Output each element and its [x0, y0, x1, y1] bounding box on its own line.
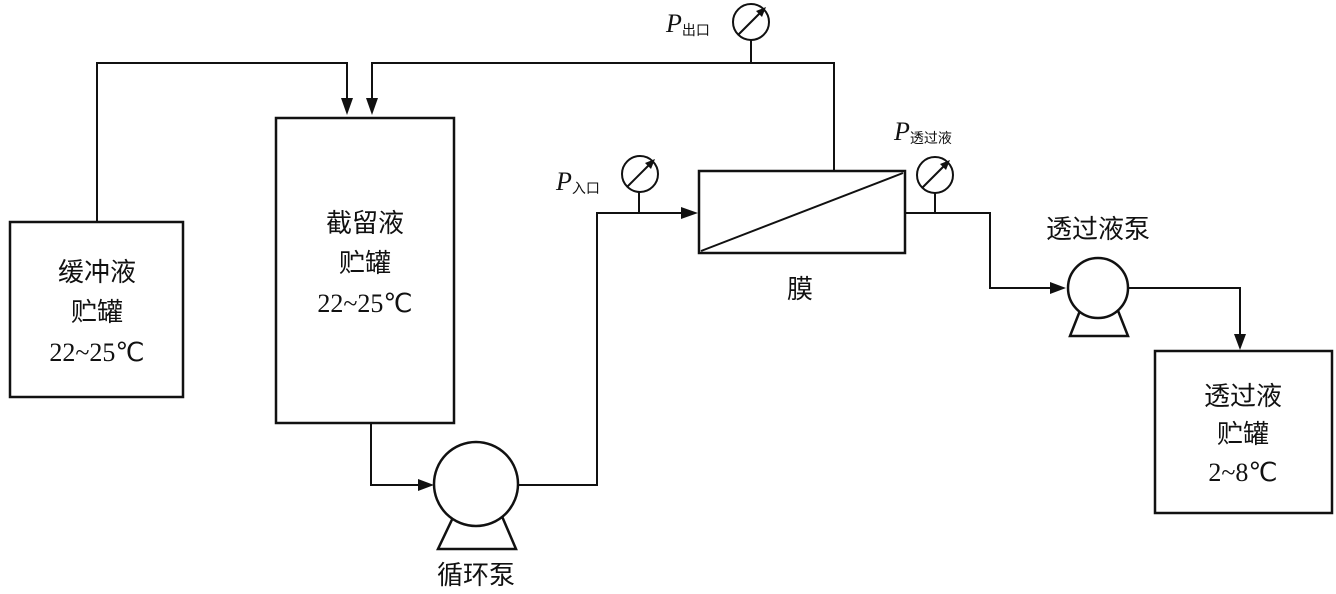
inlet-pressure-subscript: 入口: [572, 181, 600, 197]
circulation-pump-body: [432, 440, 520, 528]
outlet-pressure-label: P出口: [665, 9, 710, 39]
buffer-feed-pipe: [96, 62, 348, 222]
gauge-needle-tip-icon: [756, 7, 766, 17]
inlet-pressure-label: P入口: [555, 167, 600, 197]
outlet-pressure-subscript: 出口: [682, 23, 710, 39]
permeate-pipe: [906, 212, 1058, 289]
pump-to-permeate-tank-pipe: [1128, 287, 1241, 342]
buffer-tank-temp: 22~25℃: [49, 338, 144, 367]
permeate-pressure-symbol: P: [893, 117, 910, 146]
inlet-pressure-gauge: P入口: [555, 155, 659, 197]
buffer-tank-name: 缓冲液: [58, 258, 136, 288]
outlet-pressure-symbol: P: [665, 9, 682, 38]
membrane-label: 膜: [787, 275, 813, 305]
permeate-pressure-label: P透过液: [893, 117, 952, 147]
circulation-pump: 循环泵: [432, 440, 520, 591]
permeate-pump-body: [1066, 256, 1130, 320]
retentate-tank-type: 贮罐: [339, 249, 391, 279]
gauge-needle-tip-icon: [645, 159, 655, 169]
retentate-tank-temp: 22~25℃: [317, 289, 412, 318]
gauge-needle-tip-icon: [940, 160, 950, 170]
circulation-pump-label: 循环泵: [437, 561, 515, 591]
permeate-pressure-subscript: 透过液: [910, 131, 952, 147]
permeate-tank-temp: 2~8℃: [1208, 458, 1277, 487]
permeate-pressure-gauge: P透过液: [893, 117, 954, 194]
tank-to-pump-arrow: [418, 479, 434, 491]
gauge-needle-icon: [626, 162, 652, 188]
permeate-pipe-arrow: [1050, 282, 1066, 294]
gauge-needle-icon: [921, 163, 947, 189]
permeate-tank-name: 透过液: [1204, 382, 1282, 412]
permeate-tank-type: 贮罐: [1217, 420, 1269, 450]
retentate-tank-name: 截留液: [326, 209, 404, 239]
retentate-return-arrow: [366, 98, 378, 115]
tank-to-pump-pipe: [370, 424, 426, 486]
permeate-pump: 透过液泵: [1046, 215, 1150, 338]
pump-to-permeate-tank-arrow: [1234, 334, 1246, 350]
buffer-tank: 缓冲液 贮罐 22~25℃: [8, 220, 185, 399]
permeate-pump-label: 透过液泵: [1046, 215, 1150, 245]
membrane-diagonal: [700, 172, 904, 252]
retentate-tank: 截留液 贮罐 22~25℃: [274, 116, 456, 425]
gauge-needle-icon: [737, 10, 763, 36]
pump-to-membrane-arrow: [681, 207, 698, 219]
outlet-pressure-gauge: P出口: [665, 3, 770, 41]
pump-to-membrane-pipe: [518, 212, 688, 486]
retentate-return-pipe: [371, 62, 835, 170]
buffer-tank-type: 贮罐: [71, 298, 123, 328]
inlet-pressure-symbol: P: [555, 167, 572, 196]
membrane-module: 膜: [697, 169, 907, 305]
permeate-tank: 透过液 贮罐 2~8℃: [1153, 349, 1334, 515]
buffer-feed-arrow: [341, 98, 353, 115]
